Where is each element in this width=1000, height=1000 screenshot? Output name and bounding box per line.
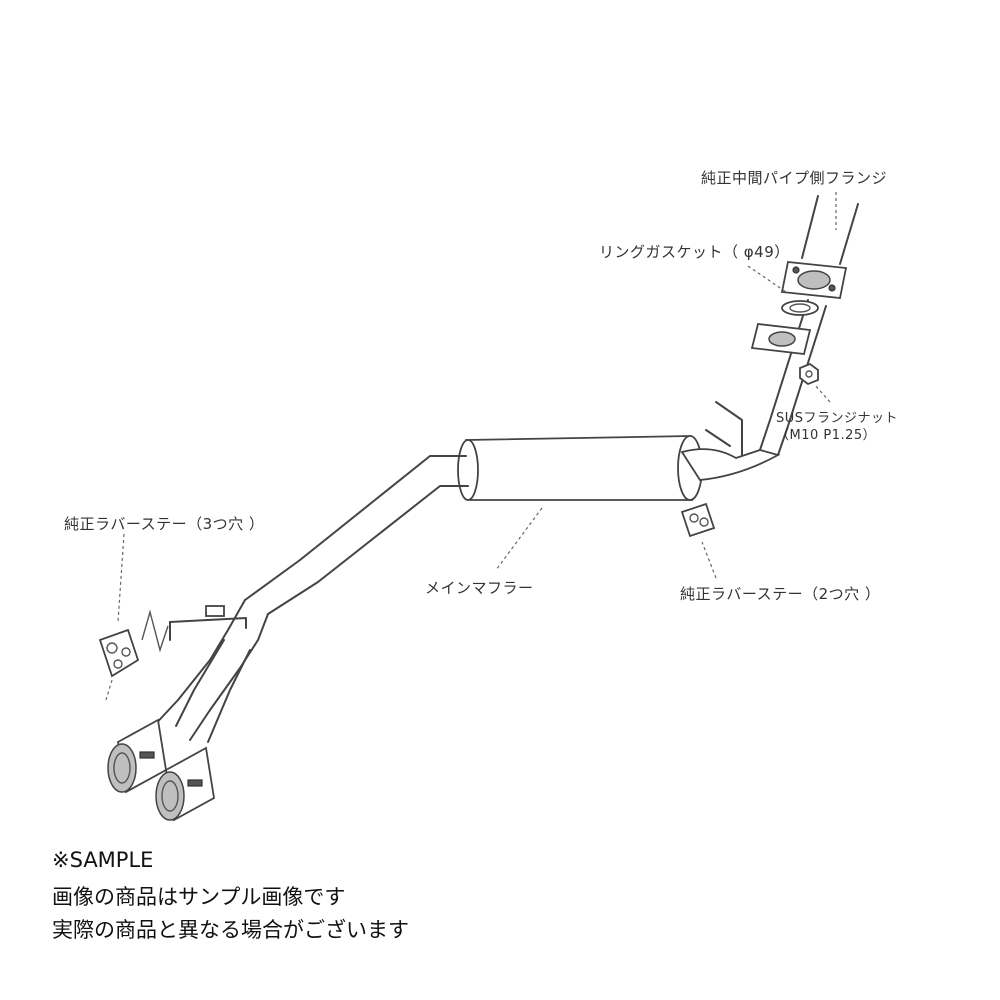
label-ring-gasket: リングガスケット（ φ49） — [599, 243, 790, 261]
sus-flange-nut — [799, 362, 819, 386]
label-sus-flange-nut-spec: （M10 P1.25） — [776, 428, 877, 443]
label-sus-flange-nut-name: SUSフランジナット — [776, 411, 899, 426]
rubber-stay-2-hole — [680, 502, 716, 538]
rear-y-pipe — [149, 599, 269, 743]
stock-flange — [780, 261, 848, 299]
label-stock-flange: 純正中間パイプ側フランジ — [701, 169, 888, 187]
main-muffler — [457, 435, 781, 501]
rubber-stay-3-hole — [98, 609, 169, 678]
sample-note-title: ※SAMPLE — [52, 848, 154, 872]
label-rubber-stay-3-hole: 純正ラバーステー（3つ穴 ） — [64, 515, 265, 533]
tail-tips — [107, 718, 215, 822]
muffler-flange — [750, 323, 812, 355]
label-sus-flange-nut: SUSフランジナット （M10 P1.25） — [776, 410, 898, 444]
muffler-hanger — [705, 401, 743, 469]
sample-note-line2: 実際の商品と異なる場合がございます — [52, 918, 409, 942]
ring-gasket — [781, 300, 819, 316]
label-rubber-stay-2-hole: 純正ラバーステー（2つ穴 ） — [680, 585, 881, 603]
mid-pipe — [244, 455, 469, 615]
label-main-muffler: メインマフラー — [425, 579, 534, 597]
sample-note-line1: 画像の商品はサンプル画像です — [52, 885, 346, 909]
leader-lines — [105, 192, 837, 701]
